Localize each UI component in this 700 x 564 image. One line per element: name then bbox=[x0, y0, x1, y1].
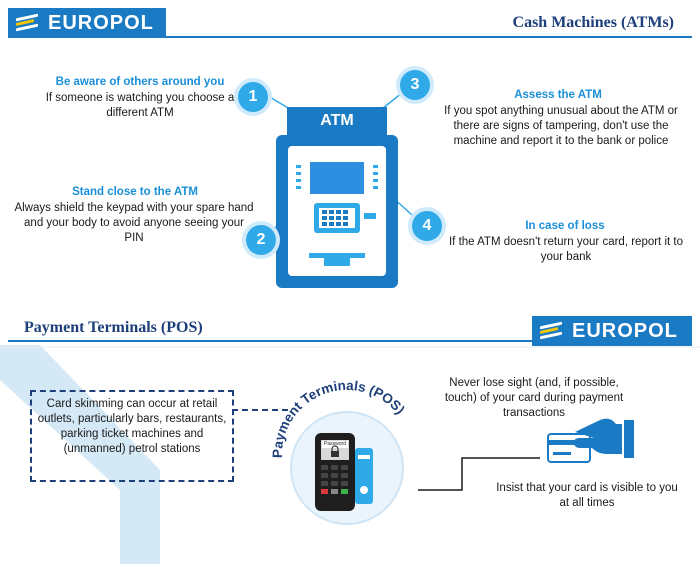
skimming-note-box bbox=[30, 390, 234, 482]
visible-note-text: Insist that your card is visible to you … bbox=[496, 482, 678, 509]
europol-logo: EUROPOL bbox=[8, 8, 166, 38]
pos-header-rule bbox=[8, 340, 532, 342]
tip-badge-3: 3 bbox=[400, 70, 430, 100]
skimming-note-text: Card skimming can occur at retail outlet… bbox=[37, 398, 227, 455]
europol-wordmark: EUROPOL bbox=[48, 11, 154, 34]
tip-badge-4: 4 bbox=[412, 211, 442, 241]
tip-2-heading: Stand close to the ATM bbox=[72, 186, 198, 198]
tip-3-heading: Assess the ATM bbox=[514, 89, 602, 101]
tip-4-body: If the ATM doesn't return your card, rep… bbox=[448, 236, 683, 263]
header-rule bbox=[166, 36, 692, 38]
tip-4-heading: In case of loss bbox=[525, 220, 605, 232]
atm-illustration bbox=[267, 92, 413, 288]
atm-section-title: Cash Machines (ATMs) bbox=[512, 14, 674, 31]
sight-note-text: Never lose sight (and, if possible, touc… bbox=[444, 377, 624, 419]
tip-2-body: Always shield the keypad with your spare… bbox=[14, 202, 254, 244]
pos-section-title: Payment Terminals (POS) bbox=[24, 319, 203, 336]
tip-3-body: If you spot anything unusual about the A… bbox=[444, 105, 678, 147]
tip-1-heading: Be aware of others around you bbox=[55, 76, 225, 88]
europol-logo-secondary: EUROPOL bbox=[532, 316, 692, 346]
terminal-screen-text: Password bbox=[324, 441, 346, 447]
tip-1-body: If someone is watching you choose a diff… bbox=[45, 92, 235, 119]
tip-badge-2: 2 bbox=[246, 225, 276, 255]
atm-sign-label: ATM bbox=[320, 112, 354, 129]
tip-badge-1: 1 bbox=[238, 82, 268, 112]
europol-wordmark: EUROPOL bbox=[572, 319, 678, 342]
